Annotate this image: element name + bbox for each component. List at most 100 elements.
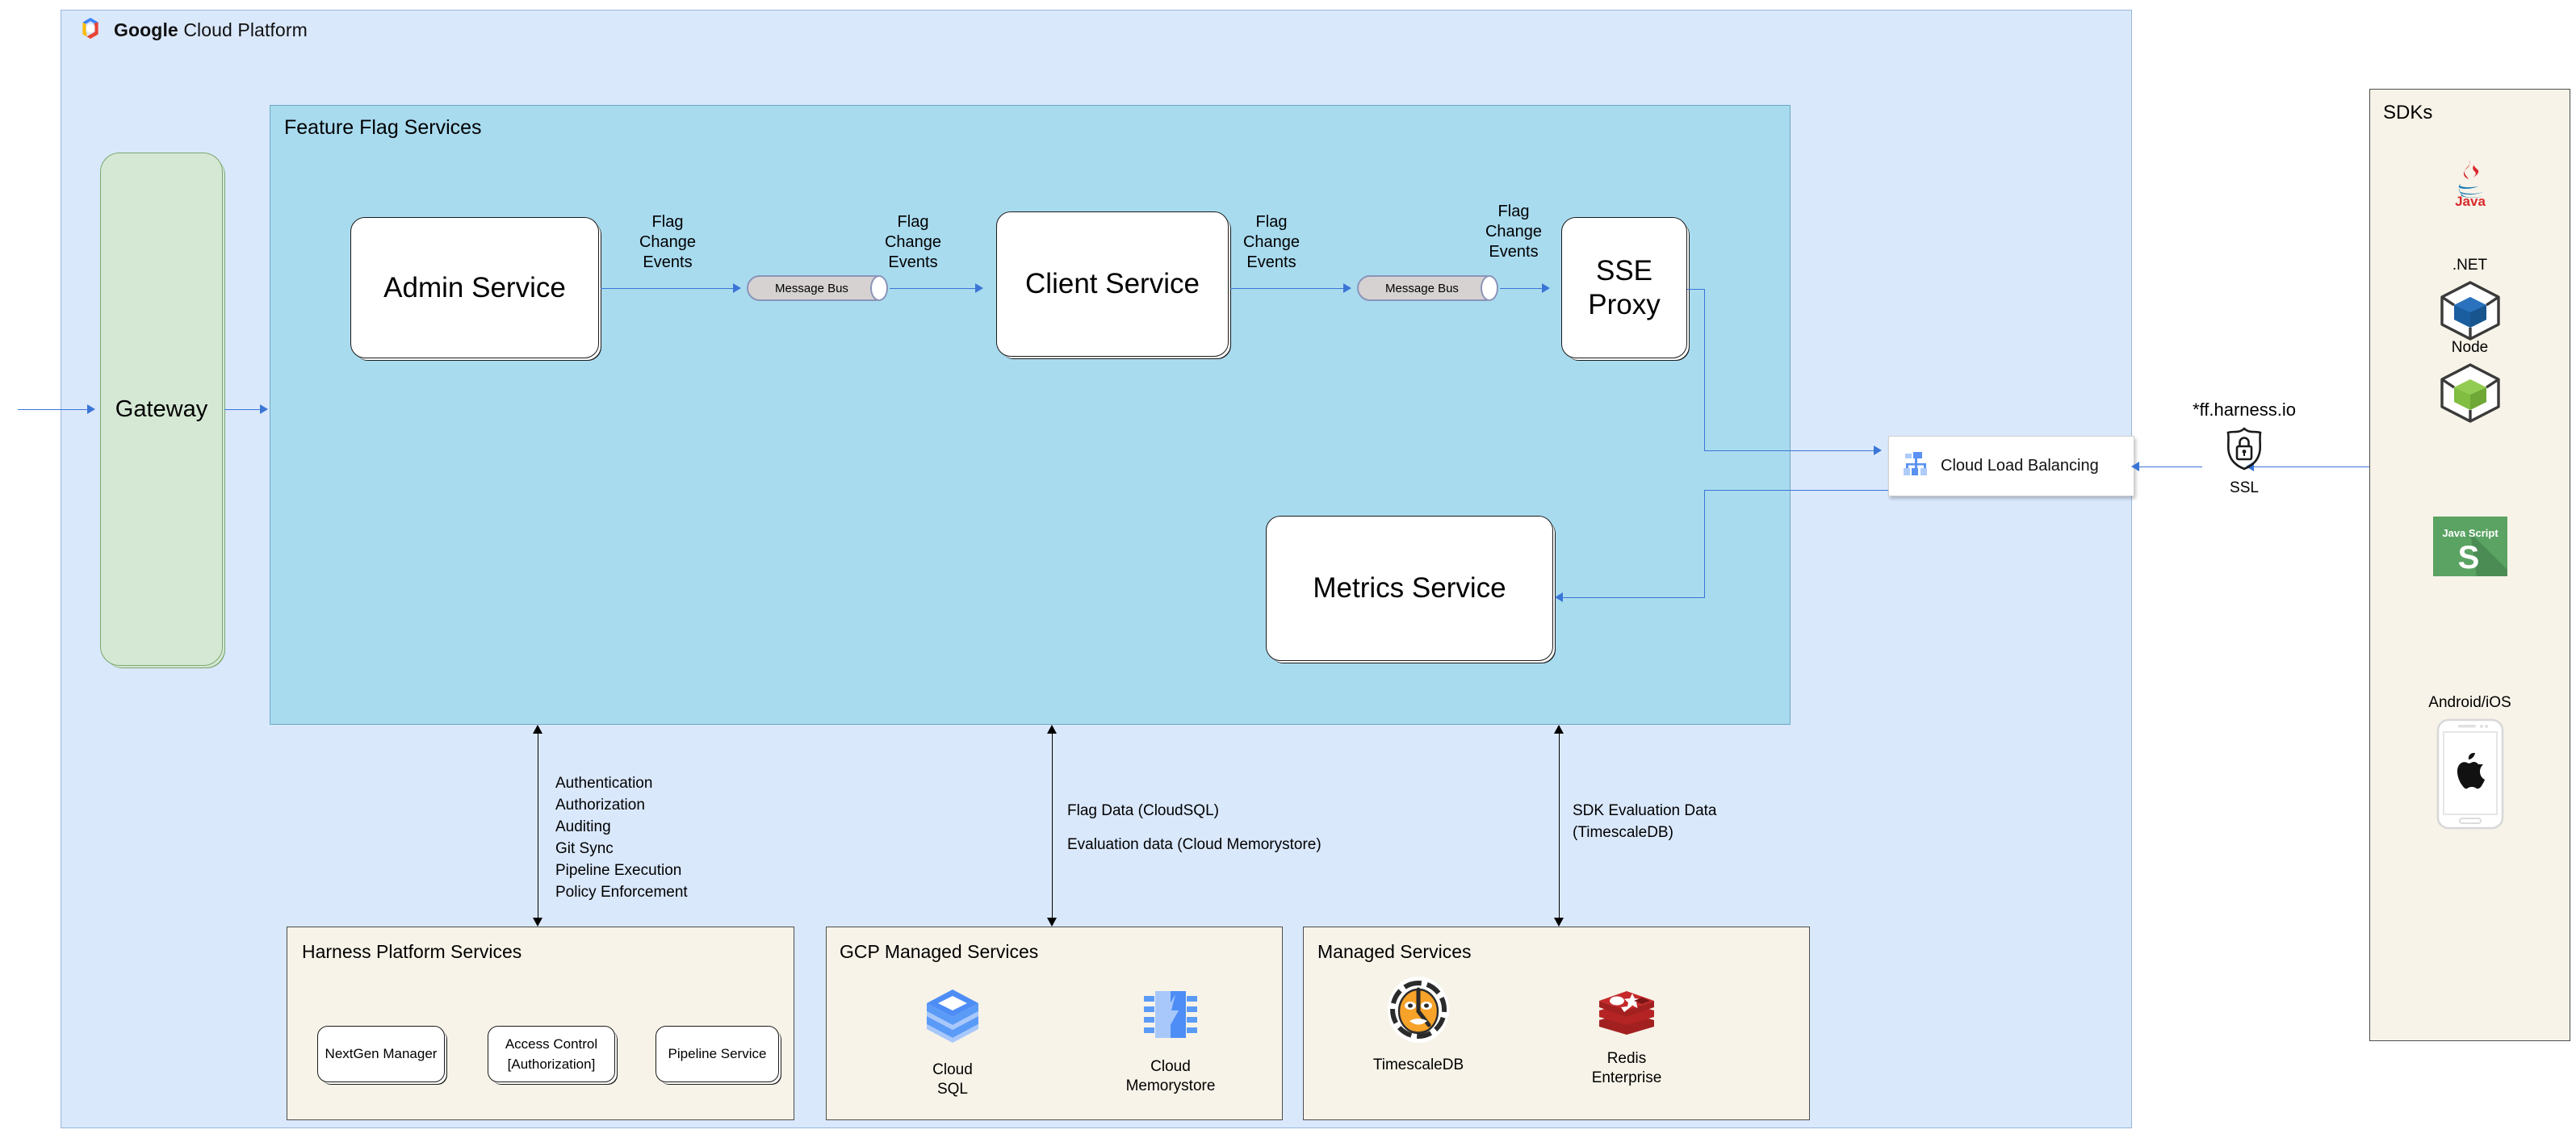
cloud-sql-label: Cloud SQL — [932, 1061, 973, 1098]
dotnet-label: .NET — [2452, 257, 2488, 274]
arrow-inbound-gateway — [87, 404, 95, 414]
google-cloud-logo-icon — [77, 16, 103, 44]
arrow-down-harness — [533, 918, 542, 927]
cloud-memorystore-label: Cloud Memorystore — [1125, 1058, 1216, 1094]
sdk-item-node[interactable]: Node — [2369, 339, 2570, 428]
cloud-load-balancing-node[interactable]: Cloud Load Balancing — [1888, 436, 2134, 496]
arrow-gateway-to-ffs — [260, 404, 268, 414]
metrics-service-node[interactable]: Metrics Service — [1266, 516, 1553, 661]
connector-sse-out-3 — [1704, 450, 1877, 451]
harness-platform-services-panel — [287, 927, 794, 1120]
connector-gateway-to-ffs — [224, 409, 262, 410]
sse-proxy-node[interactable]: SSE Proxy — [1561, 217, 1687, 358]
cloud-memorystore-service[interactable]: Cloud Memorystore — [1106, 986, 1235, 1096]
gcp-managed-services-panel — [826, 927, 1283, 1120]
message-bus-2[interactable]: Message Bus — [1357, 275, 1498, 301]
cloud-sql-service[interactable]: Cloud SQL — [908, 986, 997, 1099]
gcpms-panel-title: GCP Managed Services — [840, 941, 1039, 962]
note-flag-data: Flag Data (CloudSQL) — [1067, 802, 1219, 819]
dotnet-cube-icon — [2438, 280, 2503, 345]
connector-ffs-gcpms — [1052, 730, 1053, 923]
redis-enterprise-label: Redis Enterprise — [1591, 1050, 1662, 1086]
gcp-title-rest: Cloud Platform — [178, 19, 308, 40]
admin-service-node[interactable]: Admin Service — [350, 217, 599, 358]
arrow-down-gcpms — [1047, 918, 1057, 927]
sdk-item-javascript[interactable]: Java Script S — [2369, 517, 2570, 580]
connector-inbound-gateway — [18, 409, 89, 410]
gcp-title: Google Cloud Platform — [114, 19, 308, 41]
connector-bus-to-client — [890, 288, 978, 289]
gateway-node[interactable]: Gateway — [100, 153, 223, 666]
ssl-label: SSL — [2230, 479, 2259, 496]
nextgen-manager-node[interactable]: NextGen Manager — [317, 1026, 445, 1082]
cloud-load-balancing-label: Cloud Load Balancing — [1941, 457, 2099, 475]
gcp-title-bold: Google — [114, 19, 178, 40]
cloud-load-balancing-icon — [1902, 450, 1929, 482]
arrow-up-gcpms — [1047, 725, 1057, 734]
harness-panel-title: Harness Platform Services — [302, 941, 522, 962]
arrow-bus2-to-sse — [1542, 283, 1550, 293]
edge-label-flag-change-1: Flag Change Events — [639, 213, 697, 271]
arrow-bus-to-client — [975, 283, 983, 293]
edge-label-flag-change-4: Flag Change Events — [1485, 203, 1543, 261]
connector-lb-to-metrics-2 — [1704, 490, 1705, 598]
node-label: Node — [2451, 339, 2489, 356]
feature-flag-services-title: Feature Flag Services — [284, 116, 482, 139]
client-service-node[interactable]: Client Service — [996, 211, 1229, 357]
note-sdk-evaluation-data: SDK Evaluation Data (TimescaleDB) — [1573, 802, 1717, 841]
message-bus-2-label: Message Bus — [1385, 281, 1459, 295]
arrow-sse-to-lb — [1874, 446, 1882, 455]
cloud-sql-icon — [923, 986, 982, 1053]
arrow-client-to-bus2 — [1343, 283, 1351, 293]
connector-client-to-bus2 — [1230, 288, 1347, 289]
pipeline-service-node[interactable]: Pipeline Service — [656, 1026, 779, 1082]
access-control-node[interactable]: Access Control [Authorization] — [488, 1026, 615, 1082]
note-harness-capabilities: Authentication Authorization Auditing Gi… — [555, 775, 688, 901]
connector-sse-out-1 — [1687, 289, 1705, 290]
sdk-item-dotnet[interactable]: .NET — [2369, 257, 2570, 345]
connector-lb-to-metrics-3 — [1561, 597, 1705, 598]
edge-label-flag-change-2: Flag Change Events — [884, 213, 942, 271]
message-bus-2-cap-icon — [1481, 275, 1498, 301]
sdk-item-java[interactable]: Java — [2369, 157, 2570, 211]
managed-panel-title: Managed Services — [1317, 941, 1472, 962]
connector-lb-to-metrics-1 — [1704, 490, 1888, 491]
connector-bus2-to-sse — [1500, 288, 1545, 289]
ssl-shield-lock-icon — [2223, 426, 2265, 475]
javascript-tile-icon: Java Script S — [2432, 517, 2507, 580]
arrow-admin-to-bus — [733, 283, 741, 293]
node-cube-icon — [2438, 362, 2503, 428]
cloud-memorystore-icon — [1141, 986, 1200, 1050]
connector-ssl-to-lb — [2138, 466, 2202, 467]
message-bus-1-label: Message Bus — [775, 281, 848, 295]
message-bus-1-cap-icon — [870, 275, 888, 301]
ssl-host-label: *ff.harness.io — [2192, 400, 2296, 420]
ssl-group: *ff.harness.io SSL — [2180, 400, 2309, 497]
timescaledb-label: TimescaleDB — [1372, 1056, 1464, 1073]
redis-icon — [1596, 978, 1657, 1042]
message-bus-1[interactable]: Message Bus — [747, 275, 888, 301]
gcp-header: Google Cloud Platform — [77, 16, 308, 44]
android-ios-label: Android/iOS — [2428, 694, 2511, 711]
feature-flag-services-region — [270, 105, 1791, 725]
arrow-ssl-to-lb — [2131, 462, 2139, 471]
timescaledb-tiger-icon — [1384, 975, 1453, 1048]
note-evaluation-data: Evaluation data (Cloud Memorystore) — [1067, 836, 1322, 853]
sdk-item-android-ios[interactable]: Android/iOS — [2369, 694, 2570, 835]
connector-sdks-to-ssl — [2252, 466, 2372, 467]
svg-text:Java Script: Java Script — [2442, 527, 2499, 539]
connector-admin-to-bus — [601, 288, 736, 289]
redis-enterprise-service[interactable]: Redis Enterprise — [1578, 978, 1675, 1088]
sdks-title: SDKs — [2383, 102, 2433, 123]
connector-sse-out-2 — [1704, 289, 1705, 450]
timescaledb-service[interactable]: TimescaleDB — [1362, 975, 1475, 1075]
java-logo-icon: Java — [2445, 157, 2495, 211]
connector-ffs-managed — [1559, 730, 1560, 923]
svg-text:S: S — [2457, 540, 2479, 575]
arrow-up-managed — [1554, 725, 1564, 734]
svg-text:Java: Java — [2455, 194, 2486, 207]
arrow-lb-to-metrics — [1555, 592, 1563, 602]
managed-services-panel — [1303, 927, 1810, 1120]
mobile-apple-icon — [2436, 718, 2505, 835]
